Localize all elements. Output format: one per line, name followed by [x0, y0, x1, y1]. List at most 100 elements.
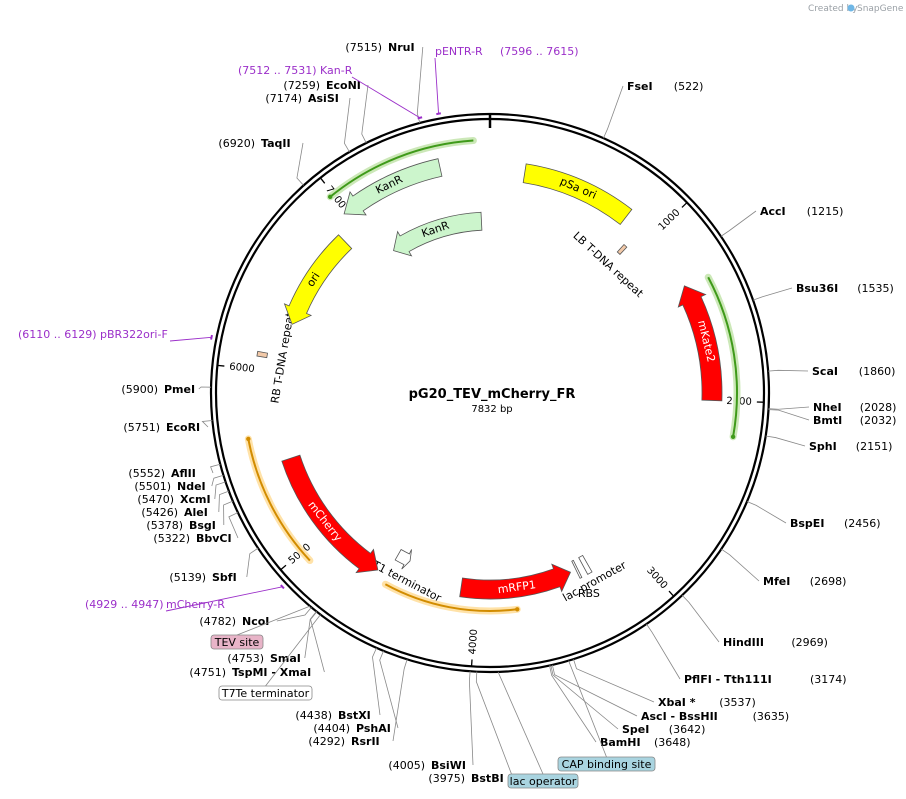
site-bsiwi[interactable]: (4005)BsiWI — [388, 759, 466, 772]
site-leader-line — [551, 664, 638, 717]
primer-mark — [210, 334, 213, 340]
site-name: HindIII — [723, 636, 764, 649]
primer-leader-line — [165, 586, 283, 612]
site-ndei[interactable]: (5501)NdeI — [134, 480, 205, 493]
site-tspmi-xmai[interactable]: (4751)TspMI - XmaI — [189, 666, 311, 679]
site-leader-line — [246, 547, 259, 578]
site-bspei[interactable]: BspEI(2456) — [790, 517, 881, 530]
annotation-box — [557, 756, 656, 772]
site-name: AleI — [184, 506, 208, 519]
feature-rb-t-dna-repeat — [256, 350, 269, 359]
feature-label-ori: ori — [304, 270, 323, 289]
site-sphi[interactable]: SphI(2151) — [809, 440, 892, 453]
site-aflii[interactable]: (5552)AflII — [128, 467, 195, 480]
primer-kan-r[interactable]: (7512 .. 7531)Kan-R — [238, 64, 353, 77]
site-smai[interactable]: (4753)SmaI — [227, 652, 300, 665]
site-name: MfeI — [763, 575, 790, 588]
site-position: (3174) — [810, 673, 847, 686]
site-leader-line — [218, 490, 229, 513]
site-position: (5378) — [146, 519, 183, 532]
site-sbfi[interactable]: (5139)SbfI — [169, 571, 236, 584]
feature-label-lb-t-dna-repeat: LB T-DNA repeat — [570, 229, 646, 300]
site-bstxi[interactable]: (4438)BstXI — [295, 709, 370, 722]
primer-mark — [280, 584, 285, 590]
annotation-t7te-terminator[interactable]: T7Te terminator — [218, 685, 313, 701]
annotation-leader-line — [568, 660, 607, 758]
site-rsrii[interactable]: (4292)RsrII — [308, 735, 379, 748]
ruler-tick — [681, 202, 688, 208]
site-pflfi-tth111i[interactable]: PflFI - Tth111I(3174) — [684, 673, 847, 686]
site-hindiii[interactable]: HindIII(2969) — [723, 636, 828, 649]
primer-name: pENTR-R — [435, 45, 483, 58]
primer-name: pBR322ori-F — [100, 328, 168, 341]
annotation-tev-site[interactable]: TEV site — [210, 634, 264, 650]
site-acci[interactable]: AccI(1215) — [760, 205, 843, 218]
site-position: (7515) — [345, 41, 382, 54]
site-position: (2032) — [860, 414, 897, 427]
site-position: (5900) — [121, 383, 158, 396]
site-pshai[interactable]: (4404)PshAI — [313, 722, 390, 735]
site-leader-line — [210, 463, 221, 474]
annotation-cap-binding-site[interactable]: CAP binding site — [557, 756, 656, 772]
orf-arrowhead-icon — [246, 436, 251, 442]
site-bamhi[interactable]: BamHI(3648) — [600, 736, 691, 749]
site-position: (4404) — [313, 722, 350, 735]
feature-label-rbs: RBS — [578, 587, 600, 600]
site-leader-line — [392, 659, 408, 742]
site-fsei[interactable]: FseI(522) — [627, 80, 703, 93]
site-position: (1535) — [857, 282, 894, 295]
feature-lac-promoter — [578, 554, 593, 575]
primer-sites: (7596 .. 7615) pENTR-R (7512 .. 7531)Kan-R… — [18, 45, 579, 612]
site-alei[interactable]: (5426)AleI — [141, 506, 207, 519]
site-pmei[interactable]: (5900)PmeI — [121, 383, 195, 396]
site-taqii[interactable]: (6920)TaqII — [218, 137, 290, 150]
site-leader-line — [681, 595, 720, 643]
primer-position: (6110 .. 6129) — [18, 328, 97, 341]
feature-lb-t-dna-repeat — [616, 243, 628, 255]
primer-name: Kan-R — [320, 64, 353, 77]
site-position: (522) — [674, 80, 704, 93]
site-econi[interactable]: (7259)EcoNI — [283, 79, 360, 92]
site-name: XcmI — [180, 493, 211, 506]
primer-leader-line — [169, 336, 212, 342]
site-nhei[interactable]: NheI(2028) — [813, 401, 896, 414]
site-position: (4751) — [189, 666, 226, 679]
site-name: BspEI — [790, 517, 824, 530]
site-leader-line — [573, 659, 655, 703]
site-position: (3635) — [753, 710, 790, 723]
site-bstbi[interactable]: (3975)BstBI — [428, 772, 503, 785]
snapgene-logo-icon — [847, 4, 855, 12]
feature-mkate2 — [677, 285, 723, 402]
site-xcmi[interactable]: (5470)XcmI — [137, 493, 210, 506]
site-bbvci[interactable]: (5322)BbvCI — [153, 532, 231, 545]
primer-pbr322ori-f[interactable]: (6110 .. 6129)pBR322ori-F — [18, 328, 168, 341]
ruler-tick — [217, 364, 225, 367]
site-position: (4438) — [295, 709, 332, 722]
site-asisi[interactable]: (7174)AsiSI — [265, 92, 338, 105]
annotation-lac-operator[interactable]: lac operator — [507, 773, 579, 789]
site-spei[interactable]: SpeI(3642) — [622, 723, 705, 736]
site-nrui[interactable]: (7515)NruI — [345, 41, 414, 54]
site-mfei[interactable]: MfeI(2698) — [763, 575, 846, 588]
site-ecori[interactable]: (5751)EcoRI — [123, 421, 200, 434]
annotation-leader-line — [236, 605, 311, 636]
site-position: (5552) — [128, 467, 165, 480]
site-xbai[interactable]: XbaI *(3537) — [658, 696, 756, 709]
site-bsu36i[interactable]: Bsu36I(1535) — [796, 282, 894, 295]
site-bsgi[interactable]: (5378)BsgI — [146, 519, 215, 532]
site-leader-line — [768, 369, 809, 372]
site-name: BsiWI — [431, 759, 466, 772]
primer-mcherry-r[interactable]: (4929 .. 4947)mCherry-R — [85, 598, 225, 611]
site-name: XbaI * — [658, 696, 696, 709]
site-bmti[interactable]: BmtI(2032) — [813, 414, 896, 427]
site-position: (1860) — [859, 365, 896, 378]
primer-position: (7596 .. 7615) — [500, 45, 579, 58]
site-position: (5501) — [134, 480, 171, 493]
site-name: RsrII — [351, 735, 380, 748]
site-position: (1215) — [807, 205, 844, 218]
primer-pentr-r[interactable]: (7596 .. 7615) pENTR-R — [435, 45, 579, 58]
site-asci-bsshii[interactable]: AscI - BssHII(3635) — [641, 710, 789, 723]
feature-ori — [283, 234, 353, 325]
primer-mark — [436, 112, 441, 116]
site-scai[interactable]: ScaI(1860) — [812, 365, 895, 378]
